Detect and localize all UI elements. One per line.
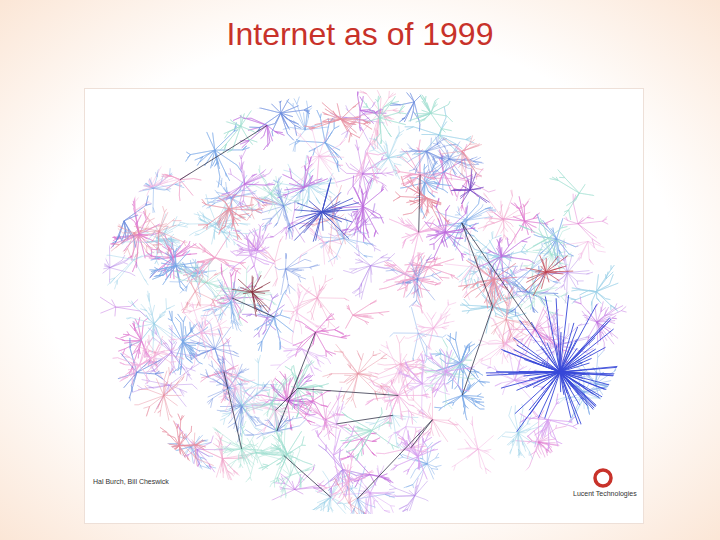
hub-star — [451, 169, 490, 204]
network-lines — [81, 77, 637, 526]
backbone-lines — [180, 125, 535, 498]
lucent-logo — [595, 470, 611, 486]
slide-title: Internet as of 1999 — [0, 16, 720, 53]
network-branches — [111, 102, 531, 523]
network-branches — [130, 87, 530, 485]
hub-star — [288, 178, 359, 242]
network-branches — [112, 77, 559, 442]
logo-text: Lucent Technologies — [572, 490, 638, 497]
network-branches — [127, 94, 630, 526]
credit-note: Hal Burch, Bill Cheswick — [92, 478, 170, 485]
network-branches — [113, 126, 606, 513]
hub-star — [232, 275, 271, 317]
image-panel — [84, 88, 644, 524]
network-branches — [226, 227, 579, 526]
hub-star — [525, 255, 573, 296]
hub-star — [486, 295, 637, 433]
network-branches — [106, 107, 618, 519]
